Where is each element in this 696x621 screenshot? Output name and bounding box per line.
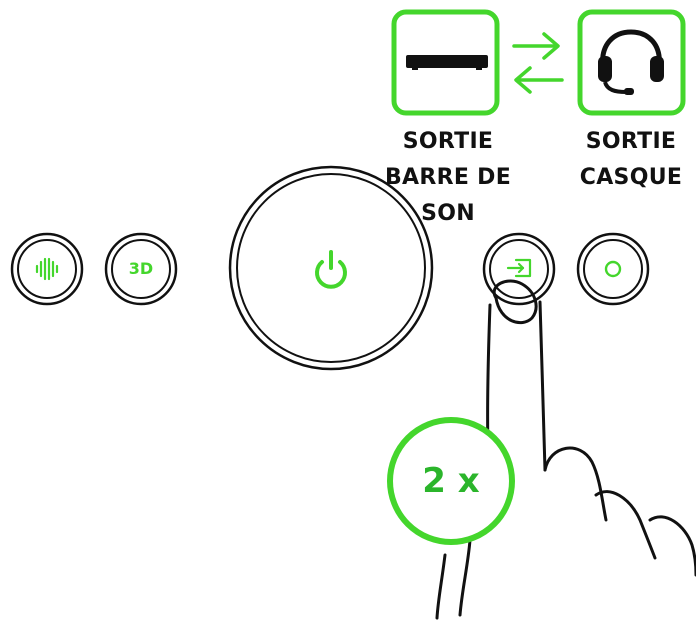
power-button[interactable] (228, 165, 434, 371)
switch-arrows-icon (512, 32, 564, 94)
headset-label-line2: CASQUE (579, 165, 683, 190)
input-icon (506, 258, 532, 278)
headset-icon (598, 29, 664, 95)
soundbar-label-line2: BARRE DE (384, 165, 512, 190)
press-count-text: 2 x (422, 461, 480, 501)
3d-button-label: 3D (128, 259, 154, 278)
soundbar-icon (406, 55, 488, 70)
soundbar-label: SORTIE BARRE DE SON (375, 124, 521, 232)
soundbar-label-line1: SORTIE (402, 129, 494, 154)
headset-label: SORTIE CASQUE (561, 124, 696, 196)
3d-button[interactable] (104, 232, 178, 306)
soundbar-label-line3: SON (421, 201, 475, 226)
circle-icon (604, 260, 622, 278)
circle-button[interactable] (576, 232, 650, 306)
headset-label-line1: SORTIE (585, 129, 677, 154)
soundbar-output-box (391, 9, 500, 116)
equalizer-icon (35, 257, 59, 281)
headset-output-box (577, 9, 686, 116)
press-count-badge (387, 417, 515, 545)
equalizer-button[interactable] (10, 232, 84, 306)
input-button[interactable] (482, 232, 556, 306)
power-icon (315, 250, 347, 289)
